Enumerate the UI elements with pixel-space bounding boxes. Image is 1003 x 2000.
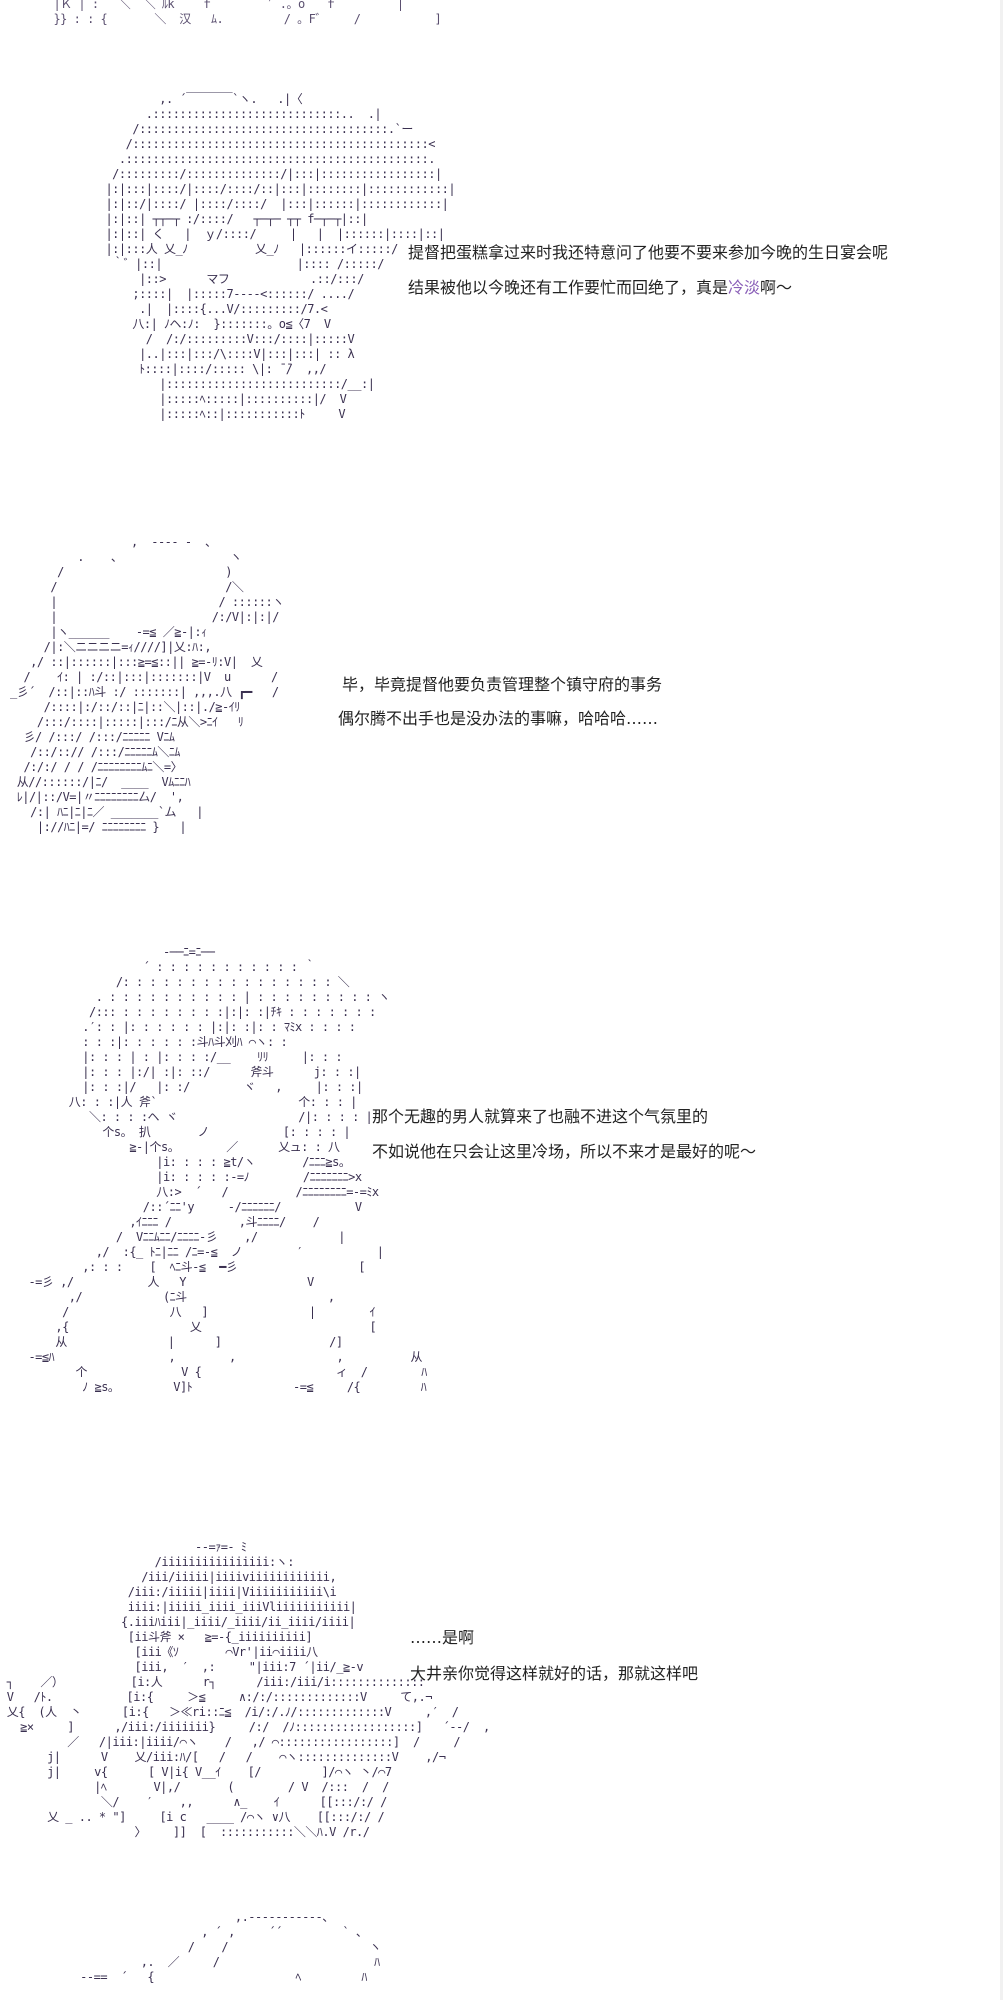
scrollbar[interactable] [1000, 0, 1003, 2000]
character-art-1: ,. ´￣￣￣￣`ヽ. .|〈 .:::::::::::::::::::::::… [105, 92, 456, 421]
character-art-3: ‐──ﾆ=ﾆ── ´ : : : : : : : : : : : ｀ /: : … [28, 945, 427, 1394]
dialogue-line-4b: 大井亲你觉得这样就好的话，那就这样吧 [410, 1664, 699, 1683]
highlighted-word: 冷淡 [728, 278, 761, 297]
dialogue-line-1b: 结果被他以今晚还有工作要忙而回绝了，真是冷淡啊～ [408, 278, 793, 297]
dialogue-line-4a: ……是啊 [410, 1628, 475, 1647]
dialogue-line-2a: 毕，毕竟提督他要负责管理整个镇守府的事务 [342, 675, 663, 694]
dialogue-line-1a: 提督把蛋糕拿过来时我还特意问了他要不要来参加今晚的生日宴会呢 [408, 243, 889, 262]
character-art-5: ,.--‐‐‐‐‐‐‐‐-、 , ´ , ´´ ` 、 / / ヽ ,. ／ /… [80, 1910, 381, 1984]
dialogue-line-2b: 偶尔腾不出手也是没办法的事嘛，哈哈哈…… [338, 709, 659, 728]
character-art-4: -‐=ｧ=- ﾐ /iiiiiiiiiiiiiiii:ヽ: /iii/iiiii… [6, 1540, 490, 1839]
top-art-fragment: |Ｋ | : ＼ ＼ ﾙk ｆ ′ .。o ｆ | }} : : { ＼ 汉 ﾑ… [53, 0, 442, 26]
dialogue-line-3a: 那个无趣的男人就算来了也融不进这个气氛里的 [372, 1107, 709, 1126]
character-art-2: , ---- ‐ 、 . 、 ヽ / ) / /＼ | / ::::::ヽ | … [10, 535, 284, 834]
dialogue-line-3b: 不如说他在只会让这里冷场，所以不来才是最好的呢～ [372, 1142, 757, 1161]
